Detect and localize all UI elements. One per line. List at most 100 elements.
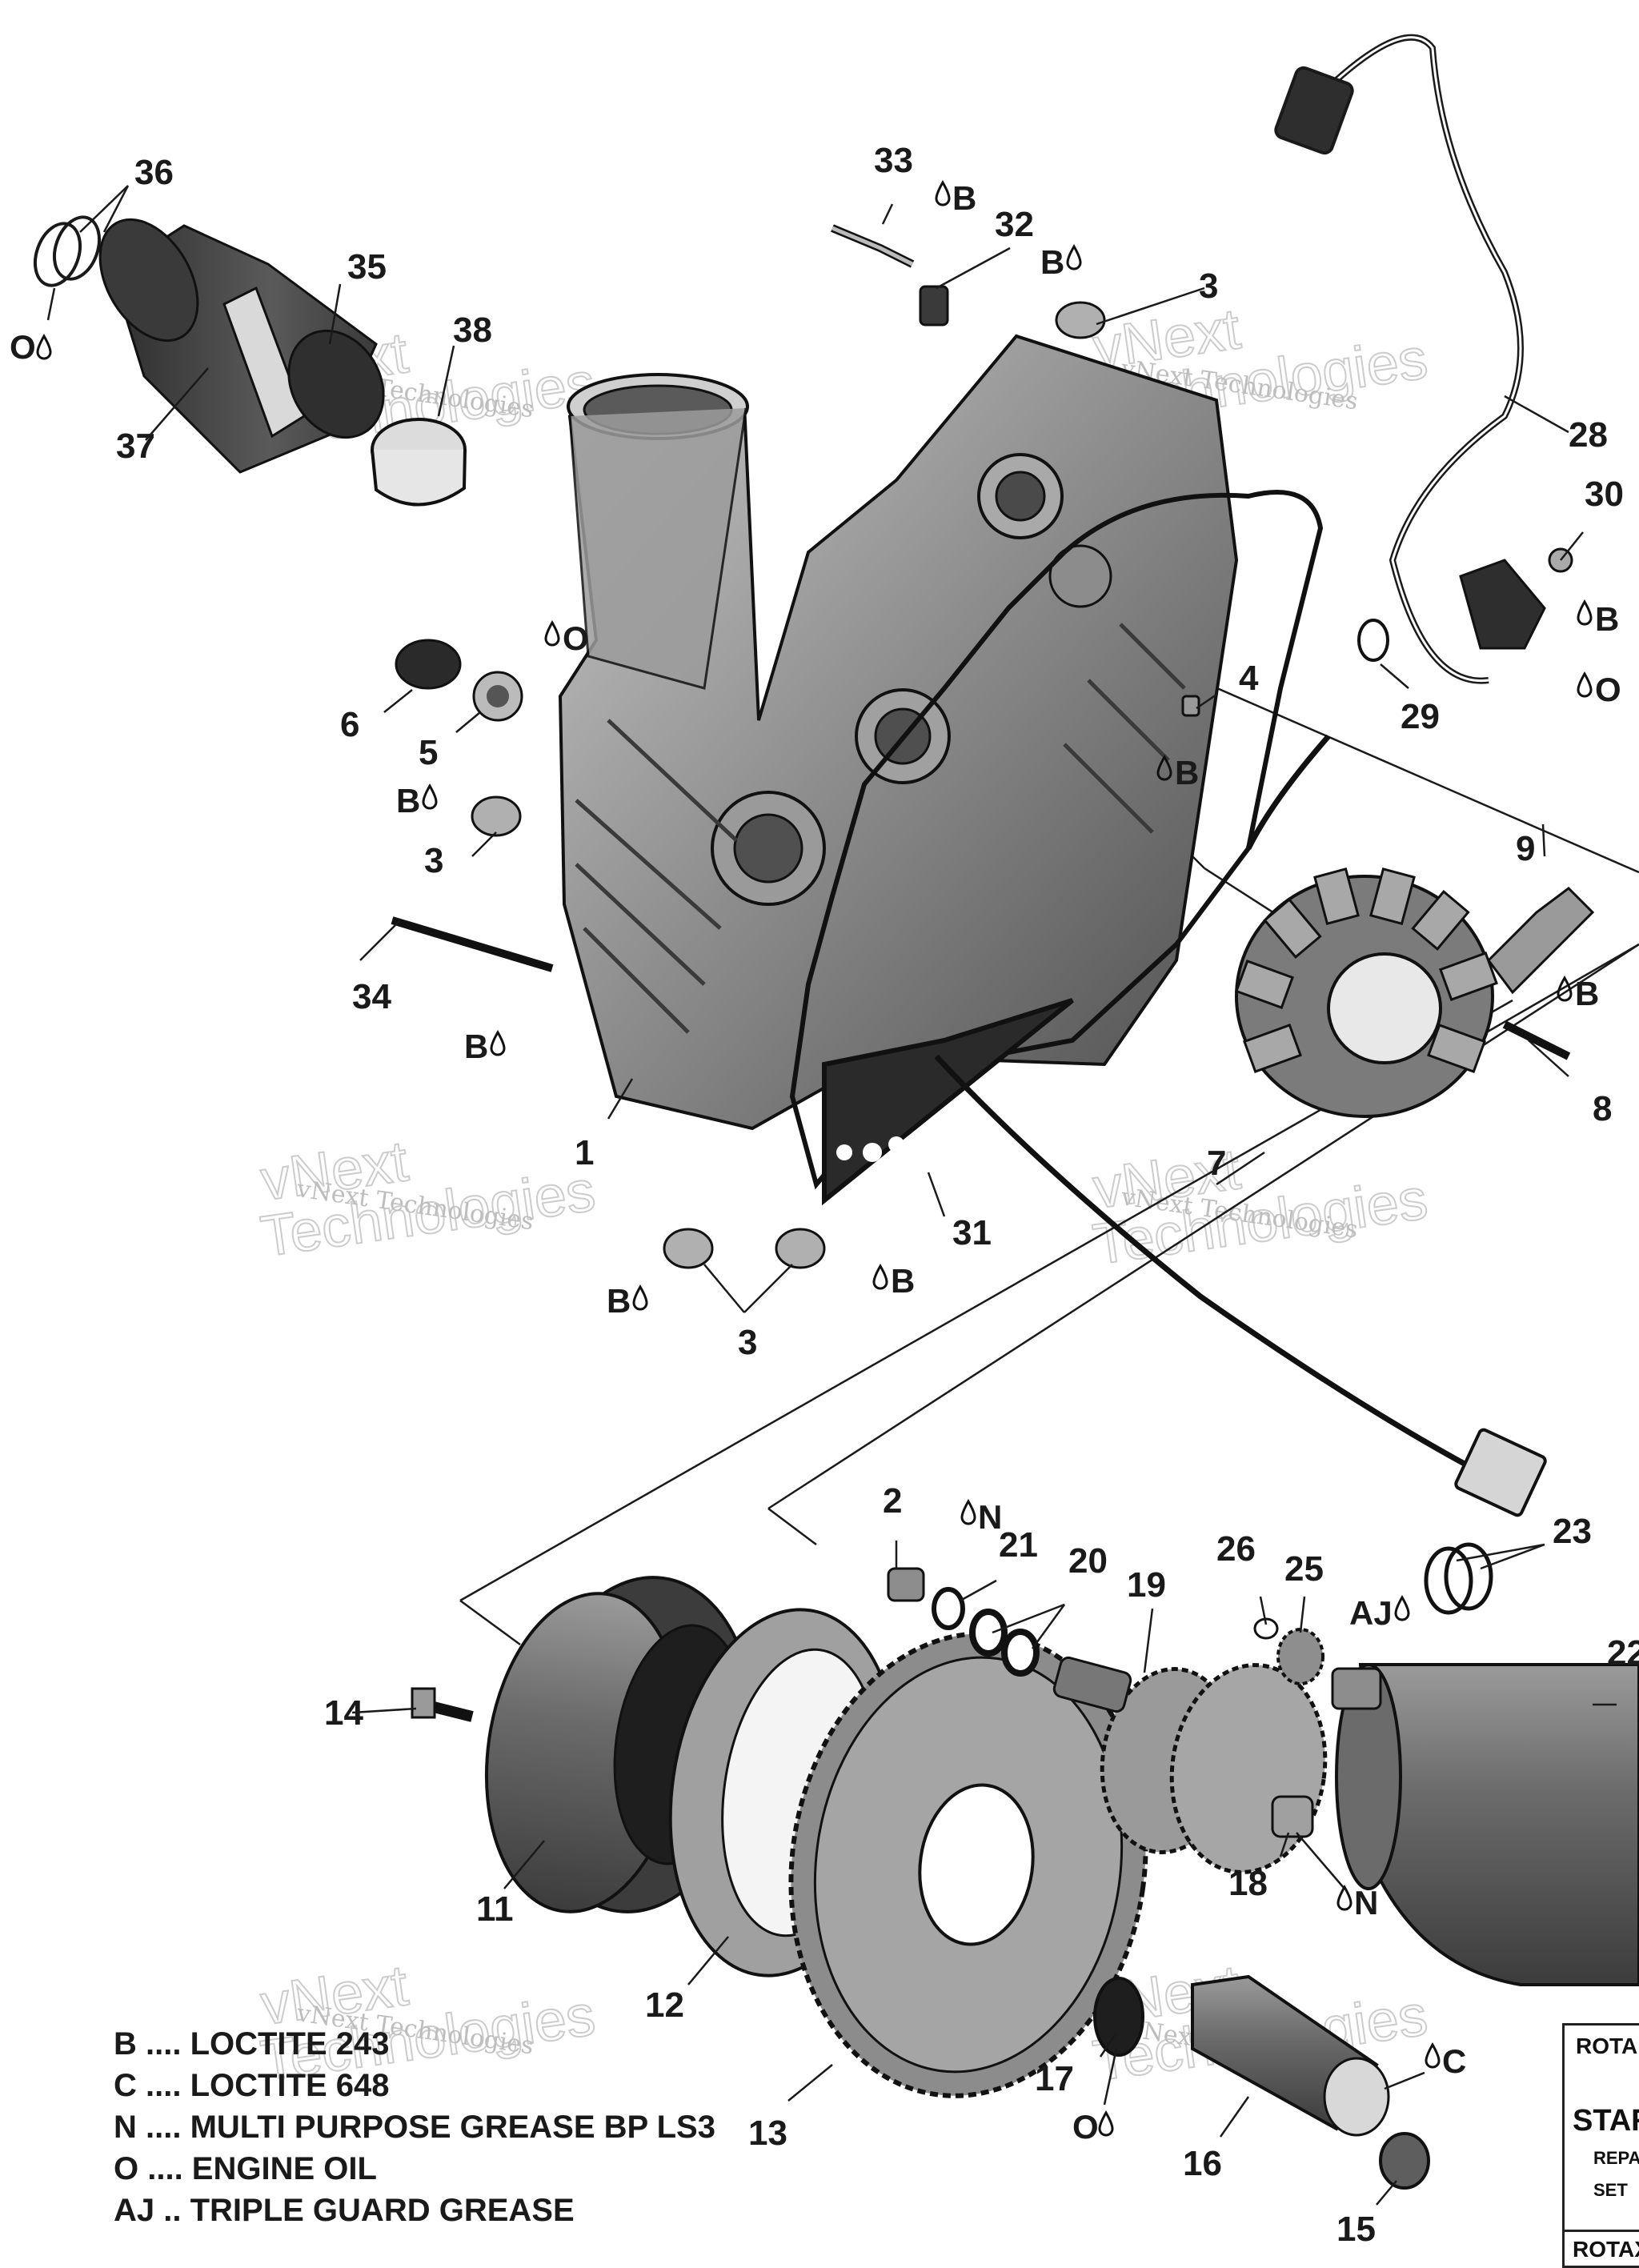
callout-7: 7 bbox=[1207, 1144, 1226, 1183]
rotax-sub-1: REPA bbox=[1593, 2148, 1639, 2168]
drop-icon bbox=[1066, 243, 1082, 270]
mark-b: B bbox=[396, 782, 420, 819]
mark-b: B bbox=[1040, 243, 1064, 281]
bracket-part-9 bbox=[1487, 887, 1595, 995]
sensor-wire-part-28 bbox=[1274, 34, 1524, 684]
callout-13: 13 bbox=[748, 2114, 787, 2153]
mark-o: O bbox=[10, 328, 36, 366]
rotax-footer: ROTAX bbox=[1565, 2230, 1639, 2262]
callout-14: 14 bbox=[324, 1693, 363, 1733]
callout-4: 4 bbox=[1239, 659, 1259, 698]
callout-16: 16 bbox=[1183, 2144, 1222, 2183]
callout-8: 8 bbox=[1593, 1089, 1612, 1128]
callout-22: 22 bbox=[1607, 1633, 1639, 1673]
callout-21: 21 bbox=[999, 1525, 1038, 1565]
plugs-part-3 bbox=[471, 301, 1106, 1269]
callout-20: 20 bbox=[1068, 1541, 1108, 1581]
callout-28: 28 bbox=[1569, 415, 1608, 455]
callout-2: 2 bbox=[883, 1481, 902, 1521]
stator-cable bbox=[934, 734, 1547, 1517]
callout-36: 36 bbox=[134, 153, 174, 192]
drop-icon bbox=[1557, 975, 1573, 1002]
mark-o: O bbox=[1595, 671, 1621, 708]
callout-numbers: 36 35 38 37 33 32 3 28 30 29 4 9 8 7 31 … bbox=[116, 141, 1639, 2249]
mark-c: C bbox=[1442, 2042, 1466, 2080]
callout-34: 34 bbox=[352, 977, 391, 1016]
leader-lines bbox=[46, 185, 1617, 2206]
shaft-part-16 bbox=[1191, 1974, 1390, 2137]
mark-o: O bbox=[563, 619, 589, 657]
stud-part-34 bbox=[391, 916, 554, 972]
callout-19: 19 bbox=[1127, 1565, 1166, 1605]
legend-row-aj: AJ .. TRIPLE GUARD GREASE bbox=[114, 2193, 575, 2228]
speed-sensor-part-30 bbox=[1459, 547, 1573, 650]
callout-18: 18 bbox=[1228, 1864, 1268, 1903]
drop-icon bbox=[1577, 599, 1593, 626]
mark-b: B bbox=[891, 1262, 915, 1300]
callout-3-bottom: 3 bbox=[738, 1323, 757, 1362]
starter-motor-part-22 bbox=[1331, 1663, 1639, 1986]
mark-b: B bbox=[1575, 975, 1599, 1012]
callout-9: 9 bbox=[1516, 829, 1535, 868]
ring-part-38 bbox=[371, 418, 467, 507]
seal-parts-5-6 bbox=[395, 639, 523, 722]
drop-icon bbox=[1394, 1594, 1410, 1621]
callout-31: 31 bbox=[952, 1213, 992, 1252]
dowel-part-4 bbox=[1181, 695, 1200, 717]
o-rings-part-23 bbox=[1424, 1542, 1493, 1615]
mark-b: B bbox=[464, 1028, 488, 1065]
mark-b: B bbox=[607, 1282, 631, 1320]
gasket-part-31 bbox=[789, 490, 1324, 1206]
drop-icon bbox=[544, 619, 560, 647]
rotax-brand: ROTA bbox=[1576, 2034, 1638, 2058]
o-rings-part-36 bbox=[33, 215, 102, 287]
drop-icon bbox=[1577, 671, 1593, 698]
legend-row-o: O .... ENGINE OIL bbox=[114, 2151, 377, 2186]
callout-6: 6 bbox=[340, 705, 359, 744]
drop-icon bbox=[1336, 1884, 1352, 1911]
mark-n: N bbox=[978, 1498, 1002, 1536]
callout-23: 23 bbox=[1553, 1512, 1592, 1551]
stator-part-7 bbox=[1235, 868, 1498, 1118]
drop-icon bbox=[1098, 2110, 1114, 2137]
mark-b: B bbox=[952, 179, 976, 217]
magneto-housing-part-1 bbox=[558, 334, 1239, 1131]
callout-25: 25 bbox=[1284, 1549, 1324, 1589]
rotax-sub-2: SET bbox=[1593, 2180, 1628, 2200]
legend-row-b: B .... LOCTITE 243 bbox=[114, 2026, 390, 2062]
gear-part-19 bbox=[1052, 1656, 1328, 1874]
legend-row-c: C .... LOCTITE 648 bbox=[114, 2068, 390, 2103]
legend-row-n: N .... MULTI PURPOSE GREASE BP LS3 bbox=[114, 2110, 715, 2145]
nut-part-15 bbox=[1379, 2132, 1430, 2190]
drop-icon bbox=[1156, 754, 1172, 781]
callout-15: 15 bbox=[1336, 2210, 1376, 2249]
callout-5: 5 bbox=[419, 733, 438, 772]
callout-32: 32 bbox=[995, 205, 1034, 244]
drop-icon bbox=[632, 1284, 648, 1311]
bolt-part-8 bbox=[1502, 1020, 1571, 1060]
drop-icon bbox=[490, 1029, 506, 1056]
bolt-part-14 bbox=[411, 1687, 474, 1722]
washers-parts-2-20-21 bbox=[887, 1567, 1040, 1677]
callout-38: 38 bbox=[453, 311, 492, 350]
small-parts-32-33 bbox=[831, 224, 949, 327]
seal-part-17 bbox=[1093, 1977, 1144, 2057]
callout-29: 29 bbox=[1401, 697, 1440, 736]
drop-icon bbox=[36, 333, 52, 360]
drop-icon bbox=[1425, 2042, 1441, 2069]
callout-1: 1 bbox=[575, 1133, 594, 1172]
drop-icon bbox=[422, 783, 438, 810]
gear-part-13 bbox=[788, 1631, 1148, 2098]
callout-11: 11 bbox=[476, 1889, 514, 1929]
bushing-part-18 bbox=[1271, 1795, 1314, 1838]
mark-n: N bbox=[1354, 1884, 1378, 1921]
mark-aj: AJ bbox=[1349, 1594, 1393, 1632]
callout-35: 35 bbox=[347, 247, 387, 287]
mark-b: B bbox=[1595, 600, 1619, 638]
drop-icon bbox=[872, 1263, 888, 1290]
mark-o: O bbox=[1072, 2108, 1099, 2146]
pinion-parts-25-26 bbox=[1253, 1617, 1324, 1685]
o-ring-part-29 bbox=[1357, 619, 1389, 662]
